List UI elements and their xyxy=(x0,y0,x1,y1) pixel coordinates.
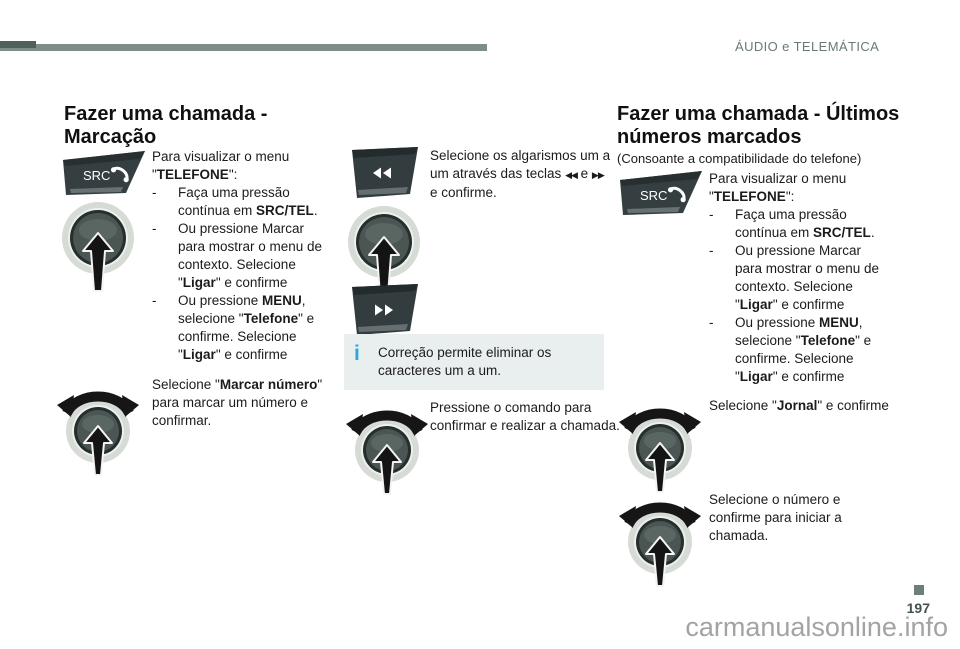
list-item: - Ou pressione Marcar para mostrar o men… xyxy=(152,221,323,290)
list-item: - Ou pressione MENU, selecione "Telefone… xyxy=(152,293,315,362)
header-rule xyxy=(0,44,487,51)
last-numbers-instructions: Para visualizar o menu "TELEFONE": - Faç… xyxy=(709,170,899,386)
list-item: - Ou pressione MENU, selecione "Telefone… xyxy=(709,315,872,384)
subtitle-compatibility: (Consoante a compatibilidade do telefone… xyxy=(617,151,862,166)
list-bullet: - xyxy=(152,293,157,308)
src-tel-button-icon: SRC xyxy=(62,151,146,199)
list-bullet: - xyxy=(709,207,714,222)
press-knob-icon xyxy=(346,204,422,298)
rotate-knob-icon xyxy=(55,377,141,477)
list-item: - Faça uma pressão contínua em SRC/TEL. xyxy=(152,185,318,218)
list-item: - Ou pressione Marcar para mostrar o men… xyxy=(709,243,880,312)
dial-call-instructions: Para visualizar o menu "TELEFONE": - Faç… xyxy=(152,148,342,364)
intro-text: Para visualizar o menu "TELEFONE": xyxy=(709,171,847,204)
seek-forward-button-icon xyxy=(344,284,422,338)
rotate-knob-icon xyxy=(344,396,430,496)
press-knob-icon xyxy=(60,200,136,294)
svg-text:SRC: SRC xyxy=(83,168,110,183)
list-bullet: - xyxy=(709,315,714,330)
watermark: carmanualsonline.info xyxy=(685,612,948,642)
info-note: i Correção permite eliminar os caractere… xyxy=(344,334,604,390)
select-number-text: Selecione o número e confirme para inici… xyxy=(709,492,842,543)
info-icon: i xyxy=(354,342,360,365)
rotate-knob-icon xyxy=(617,394,703,494)
page-number: 197 xyxy=(906,600,930,616)
svg-text:SRC: SRC xyxy=(640,188,667,203)
select-jornal-text: Selecione "Jornal" e confirme xyxy=(709,398,889,413)
list-bullet: - xyxy=(152,221,157,236)
heading-dial-call: Fazer uma chamada - Marcação xyxy=(64,103,268,148)
heading-last-numbers: Fazer uma chamada - Últimos números marc… xyxy=(617,103,900,148)
seek-back-button-icon xyxy=(344,147,422,201)
src-tel-button-icon: SRC xyxy=(619,171,703,219)
info-text: Correção permite eliminar os caracteres … xyxy=(378,345,552,378)
page-marker xyxy=(914,585,924,595)
intro-text: Para visualizar o menu "TELEFONE": xyxy=(152,149,290,182)
header-rule-accent xyxy=(0,41,36,48)
rotate-knob-icon xyxy=(617,488,703,588)
confirm-call-text: Pressione o comando para confirmar e rea… xyxy=(430,400,620,433)
list-bullet: - xyxy=(152,185,157,200)
section-title: ÁUDIO e TELEMÁTICA xyxy=(735,39,880,54)
dial-number-text: Selecione "Marcar número" para marcar um… xyxy=(152,377,323,428)
list-item: - Faça uma pressão contínua em SRC/TEL. xyxy=(709,207,875,240)
list-bullet: - xyxy=(709,243,714,258)
select-digits-text: Selecione os algarismos um a um através … xyxy=(430,148,611,200)
